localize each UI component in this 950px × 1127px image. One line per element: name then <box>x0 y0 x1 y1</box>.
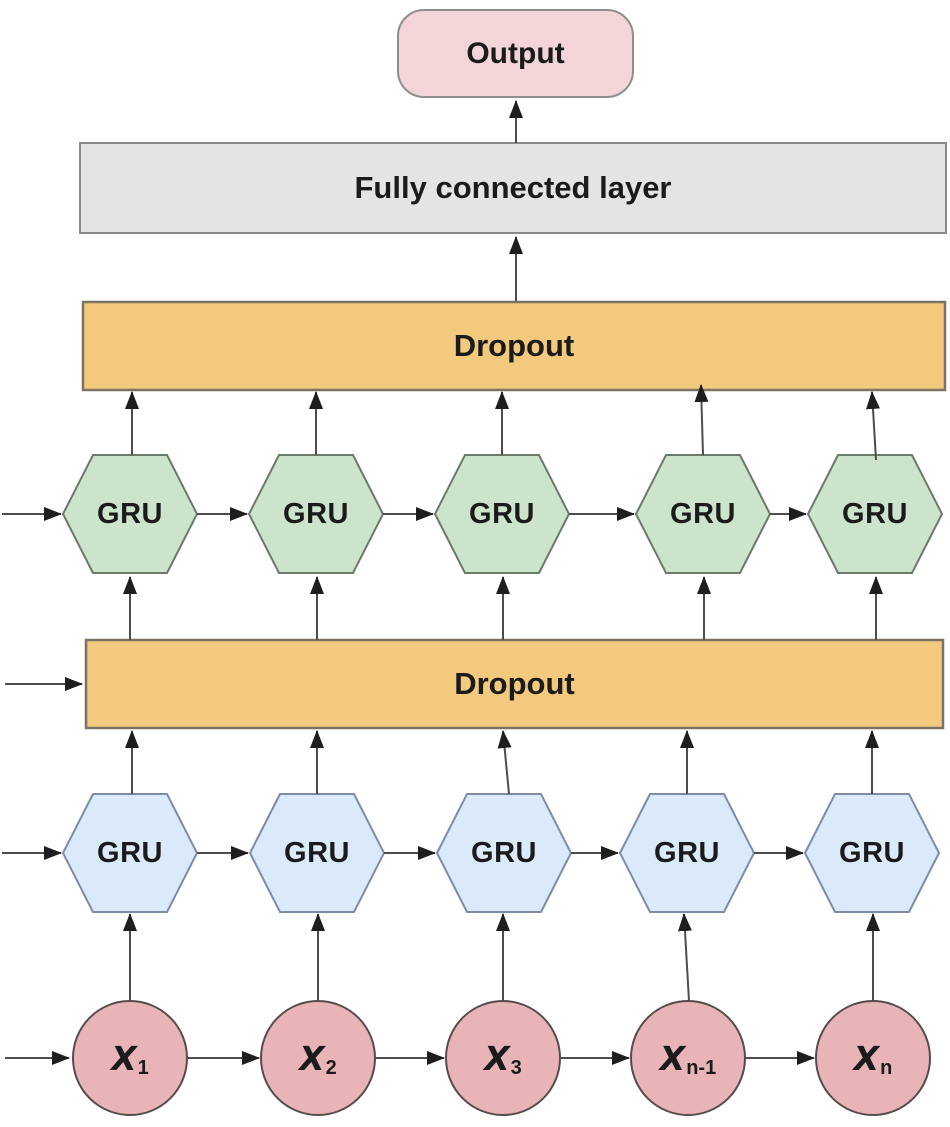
arrows-gru-top-to-dropout-upper <box>125 384 880 461</box>
arrows-inputs-to-gru-bottom <box>123 913 880 1002</box>
arrow <box>677 913 692 1002</box>
gru-bottom-hexagon-4 <box>618 793 756 913</box>
dropout-upper-box <box>81 300 947 392</box>
gru-top-hexagon-2 <box>247 454 385 574</box>
input-circle-4 <box>630 1000 746 1116</box>
arrow <box>866 391 880 461</box>
input-circle-5 <box>815 1000 931 1116</box>
gru-top-hexagon-3 <box>433 454 571 574</box>
gru-top-row-shapes <box>61 454 944 574</box>
arrows-dropout-lower-to-gru-top <box>123 576 883 640</box>
gru-bottom-hexagon-5 <box>803 793 941 913</box>
gru-top-hexagon-5 <box>806 454 944 574</box>
fully-connected-box <box>79 142 947 234</box>
arrows-gru-bottom-to-dropout-lower <box>125 730 879 795</box>
dropout-lower-box <box>84 638 945 730</box>
arrow <box>694 384 709 456</box>
input-circle-2 <box>260 1000 376 1116</box>
gru-bottom-hexagon-3 <box>435 793 573 913</box>
arrow <box>497 730 512 795</box>
input-circle-3 <box>445 1000 561 1116</box>
gru-top-hexagon-1 <box>61 454 199 574</box>
gru-bottom-hexagon-1 <box>61 793 199 913</box>
gru-bottom-hexagon-2 <box>248 793 386 913</box>
gru-bottom-row-shapes <box>61 793 941 913</box>
input-circle-1 <box>72 1000 188 1116</box>
gru-top-hexagon-4 <box>634 454 772 574</box>
output-box <box>397 9 634 98</box>
